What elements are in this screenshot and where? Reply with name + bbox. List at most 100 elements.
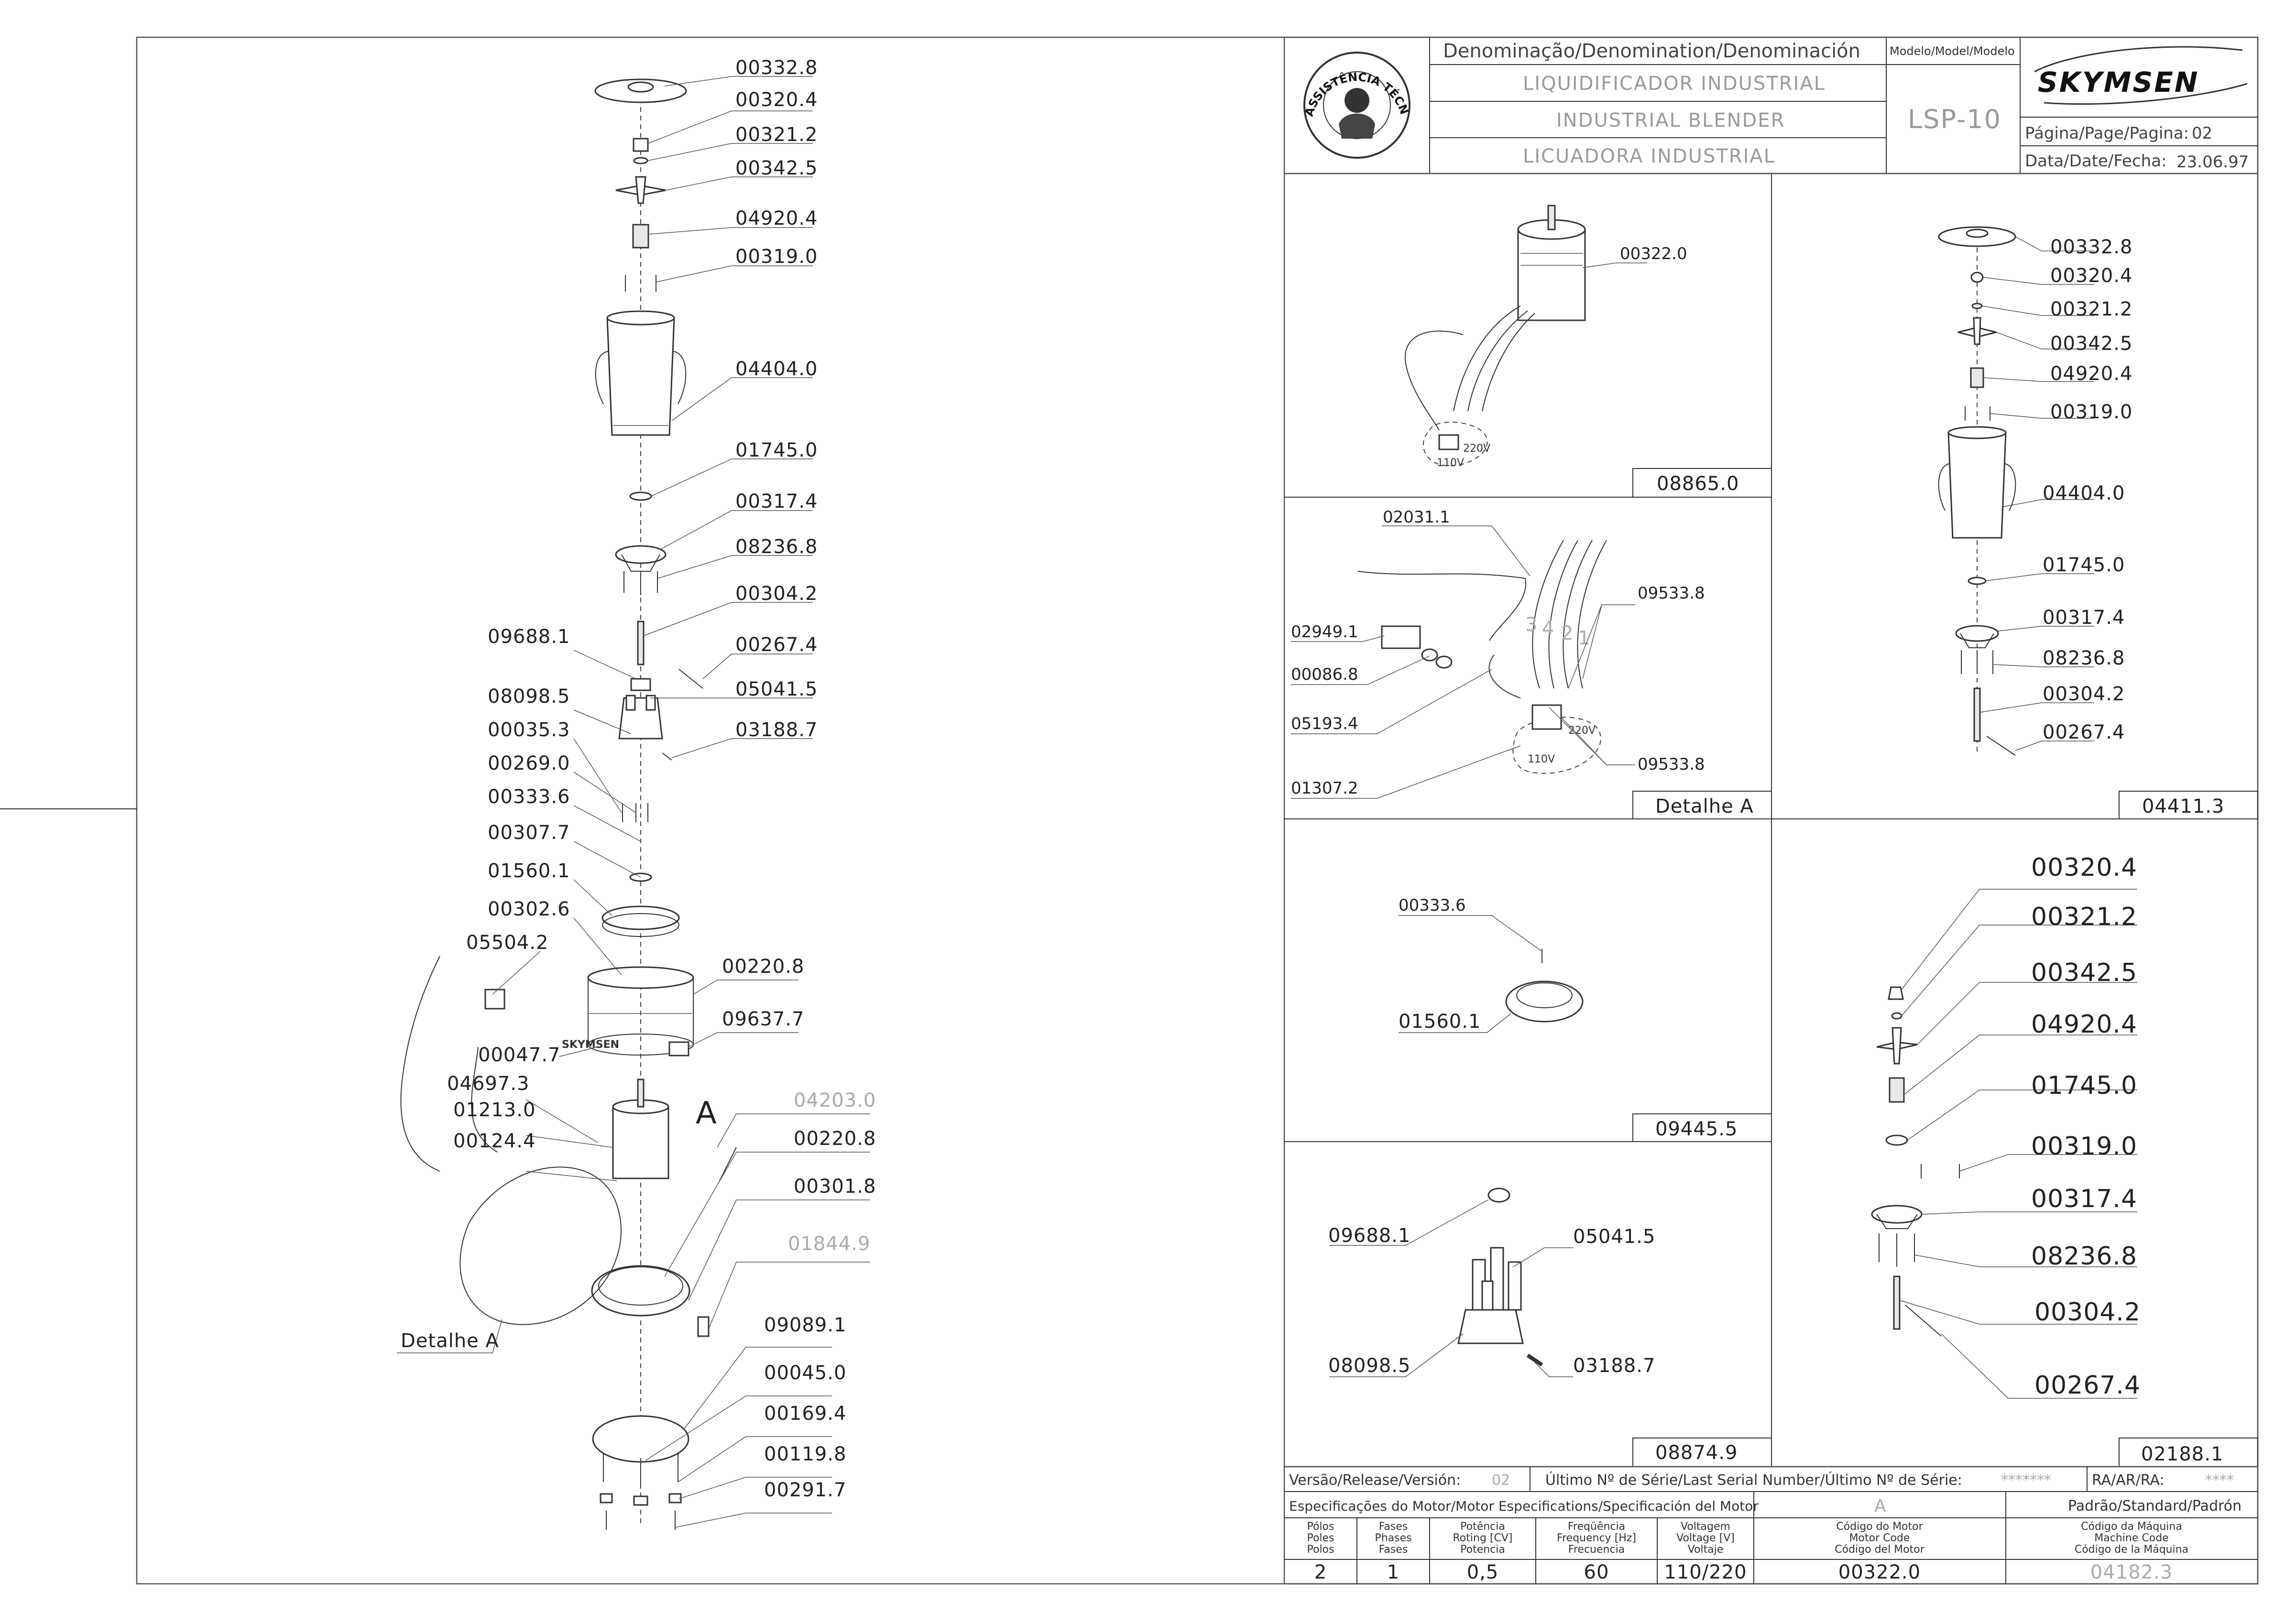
spec-header-text: Voltaje [1688, 1544, 1724, 1556]
main-label: 00301.8 [794, 1176, 876, 1198]
spec-value: 60 [1584, 1561, 1609, 1583]
motor-panel-code: 08865.0 [1657, 473, 1739, 495]
main-label: 00332.8 [735, 57, 818, 79]
spec-value: 110/220 [1664, 1561, 1747, 1583]
main-label: 08098.5 [488, 686, 570, 708]
spec-header-text: Código de la Máquina [2075, 1544, 2188, 1556]
panel-cup-assembly: 00332.8 00320.4 00321.2 00342.5 04920.4 … [1938, 226, 2224, 817]
blade-label: 00321.2 [2031, 903, 2137, 931]
spec-value: 1 [1387, 1561, 1399, 1583]
model-label: Modelo/Model/Modelo [1890, 44, 2015, 58]
cup-label: 01745.0 [2043, 554, 2125, 576]
detail-a-label: 09533.8 [1638, 755, 1705, 774]
spec-header-text: Potência [1460, 1521, 1505, 1533]
main-label: 01745.0 [735, 439, 818, 461]
spec-header-text: Voltage [V] [1676, 1532, 1735, 1544]
main-label: 00124.4 [453, 1130, 536, 1152]
skymsen-logo: SKYMSEN [2034, 46, 2248, 105]
main-label: 04697.3 [447, 1073, 529, 1095]
cup-label: 00267.4 [2043, 721, 2125, 743]
connector-label: 05041.5 [1573, 1226, 1655, 1248]
product-name-en: INDUSTRIAL BLENDER [1556, 109, 1785, 131]
connector-label: 03188.7 [1573, 1355, 1655, 1377]
spec-title: Especificações do Motor/Motor Especifica… [1289, 1498, 1759, 1514]
connector-label: 08098.5 [1328, 1355, 1410, 1377]
main-label: 01560.1 [488, 860, 570, 882]
main-label: 00319.0 [735, 246, 818, 268]
spec-header-text: Pólos [1307, 1521, 1334, 1533]
product-name-es: LICUADORA INDUSTRIAL [1523, 145, 1775, 167]
main-label: 00342.5 [735, 157, 818, 179]
spec-header-text: Roting [CV] [1453, 1532, 1513, 1544]
main-label: 00320.4 [735, 89, 818, 111]
panel-motor: 110V 220V 00322.0 08865.0 [1404, 205, 1739, 495]
svg-text:ASSISTÊNCIA TÉCNICA AUTORIZADA: ASSISTÊNCIA TÉCNICA AUTORIZADA [0, 0, 1411, 118]
svg-text:SKYMSEN: SKYMSEN [2038, 66, 2199, 98]
detail-a-label: 09533.8 [1638, 584, 1705, 603]
serial-label: Último Nº de Série/Last Serial Number/Úl… [1545, 1471, 1962, 1489]
svg-text:2: 2 [1561, 622, 1573, 644]
spec-header-text: Frecuencia [1568, 1544, 1625, 1556]
cup-label: 00319.0 [2050, 401, 2132, 423]
page-label: Página/Page/Pagina: [2025, 124, 2189, 143]
panel-coupling: 00333.6 01560.1 09445.5 [1399, 896, 1738, 1140]
detail-a-callout: Detalhe A [401, 1330, 499, 1352]
panel-connector: 09688.1 05041.5 08098.5 03188.7 08874.9 [1328, 1187, 1737, 1464]
blade-label: 08236.8 [2031, 1242, 2137, 1271]
main-label: 00047.7 [478, 1044, 560, 1066]
denomination-label: Denominação/Denomination/Denominación [1443, 40, 1860, 62]
coupling-label: 00333.6 [1399, 896, 1466, 915]
cup-label: 00332.8 [2050, 236, 2132, 258]
blade-label: 01745.0 [2031, 1071, 2137, 1100]
main-label: 05504.2 [466, 932, 548, 954]
detail-a-label: 00086.8 [1291, 665, 1358, 684]
date-value: 23.06.97 [2176, 152, 2249, 172]
blade-label: 00304.2 [2034, 1298, 2141, 1327]
coupling-panel-code: 09445.5 [1655, 1118, 1738, 1140]
main-label: 00119.8 [764, 1443, 846, 1465]
detail-a-label: 02949.1 [1291, 622, 1358, 642]
main-label: 08236.8 [735, 536, 818, 558]
spec-value: 04182.3 [2090, 1561, 2173, 1583]
main-label: 00220.8 [722, 956, 804, 978]
detail-a-label: 02031.1 [1383, 508, 1450, 527]
panel-detail-a: 110V 220V 3 4 2 1 02031.1 09533.8 02949.… [1291, 508, 1753, 817]
main-label: 09637.7 [722, 1008, 804, 1030]
model-value: LSP-10 [1908, 104, 2001, 134]
page-value: 02 [2192, 124, 2212, 143]
spec-columns: PólosPolesPolos2FasesPhasesFases1Potênci… [1307, 1521, 2188, 1583]
date-label: Data/Date/Fecha: [2025, 152, 2167, 171]
main-label: 00321.2 [735, 124, 818, 146]
blade-label: 00317.4 [2031, 1185, 2137, 1213]
svg-text:3: 3 [1525, 614, 1537, 636]
spec-value: 2 [1314, 1561, 1327, 1583]
main-label: 01844.9 [788, 1233, 870, 1255]
cup-label: 00317.4 [2043, 607, 2125, 629]
ra-value: **** [2205, 1472, 2234, 1489]
spec-header-text: Código do Motor [1836, 1521, 1923, 1533]
svg-text:110V: 110V [1437, 457, 1464, 469]
spec-header-text: Código del Motor [1835, 1544, 1924, 1556]
version-label: Versão/Release/Versión: [1289, 1472, 1461, 1489]
main-label: 00169.4 [764, 1403, 846, 1425]
spec-header-text: Potencia [1460, 1544, 1505, 1556]
spec-header-text: Phases [1375, 1532, 1411, 1544]
main-label: 00307.7 [488, 822, 570, 844]
spec-header-text: Poles [1307, 1532, 1334, 1544]
authorized-service-seal: ASSISTÊNCIA TÉCNICA AUTORIZADA [0, 0, 1411, 159]
main-label: 09688.1 [488, 626, 570, 648]
main-label: 04920.4 [735, 207, 818, 229]
main-label: 00317.4 [735, 490, 818, 512]
spec-value: 0,5 [1467, 1561, 1499, 1583]
version-value: 02 [1492, 1472, 1510, 1489]
cup-label: 04404.0 [2043, 482, 2125, 504]
svg-text:4: 4 [1542, 618, 1554, 640]
coupling-label: 01560.1 [1399, 1011, 1481, 1033]
main-label: 00333.6 [488, 786, 570, 808]
spec-value: 00322.0 [1838, 1561, 1921, 1583]
spec-header-text: Voltagem [1681, 1521, 1730, 1533]
cup-label: 00321.2 [2050, 298, 2132, 320]
blade-label: 00319.0 [2031, 1132, 2137, 1161]
main-label: 05041.5 [735, 678, 818, 700]
